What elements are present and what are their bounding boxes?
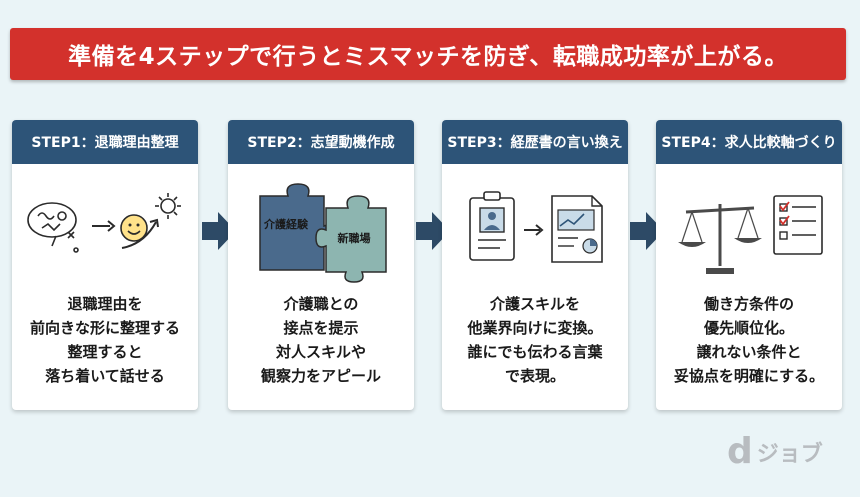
step-card-2: STEP2：志望動機作成 介護経験 新職場 介護職との 接点を提示 対人スキルや… — [228, 120, 414, 410]
step-header-1: STEP1：退職理由整理 — [12, 120, 198, 164]
confused-to-happy-icon — [27, 193, 181, 253]
logo-mark: d — [727, 431, 753, 472]
step-label-2: STEP2：志望動機作成 — [247, 135, 395, 151]
step-line: 他業界向けに変換。 — [467, 319, 603, 337]
puzzle-label-right: 新職場 — [338, 231, 371, 245]
step-label-4: STEP4：求人比較軸づくり — [661, 135, 837, 151]
step-line: 妥協点を明確にする。 — [673, 367, 825, 385]
step-line: 優先順位化。 — [703, 319, 794, 337]
step-card-1: STEP1：退職理由整理 — [12, 120, 198, 410]
step-card-3: STEP3：経歴書の言い換え 介護スキルを 他業界向けに変換。 誰にでも伝わる言… — [442, 120, 628, 410]
arrow-right-icon — [202, 212, 236, 250]
step-line: 前向きな形に整理する — [29, 319, 180, 337]
puzzle-icon: 介護経験 新職場 — [259, 183, 387, 283]
step-header-4: STEP4：求人比較軸づくり — [656, 120, 842, 164]
headline-text: 準備を4ステップで行うとミスマッチを防ぎ、転職成功率が上がる。 — [68, 44, 788, 70]
resume-to-report-icon — [469, 191, 603, 263]
step-card-4: STEP4：求人比較軸づくり 働き方条件の 優先順位化。 譲れない条件と 妥協点… — [656, 120, 842, 410]
step-line: 接点を提示 — [283, 319, 359, 337]
step-line: 退職理由を — [67, 295, 143, 313]
step-description-2: 介護職との 接点を提示 対人スキルや 観察力をアピール — [228, 292, 414, 388]
step-line: 誰にでも伝わる言葉 — [467, 343, 603, 361]
step-line: 整理すると — [67, 343, 143, 361]
step-description-3: 介護スキルを 他業界向けに変換。 誰にでも伝わる言葉 で表現。 — [442, 292, 628, 388]
step-line: で表現。 — [504, 367, 565, 385]
step-description-1: 退職理由を 前向きな形に整理する 整理すると 落ち着いて話せる — [12, 292, 198, 388]
step-description-4: 働き方条件の 優先順位化。 譲れない条件と 妥協点を明確にする。 — [656, 292, 842, 388]
step-line: 介護職との — [283, 295, 359, 313]
step-header-3: STEP3：経歴書の言い換え — [442, 120, 628, 164]
step-label-3: STEP3：経歴書の言い換え — [447, 135, 623, 151]
step-line: 働き方条件の — [703, 295, 794, 313]
arrow-right-icon — [630, 212, 664, 250]
scale-checklist-icon — [678, 195, 823, 274]
headline-banner: 準備を4ステップで行うとミスマッチを防ぎ、転職成功率が上がる。 — [10, 28, 846, 80]
step-line: 介護スキルを — [489, 295, 580, 313]
step-label-1: STEP1：退職理由整理 — [31, 135, 179, 151]
arrow-right-icon — [416, 212, 450, 250]
step-line: 対人スキルや — [275, 343, 366, 361]
logo-text: ジョブ — [756, 442, 823, 467]
step-line: 観察力をアピール — [260, 367, 381, 385]
step-header-2: STEP2：志望動機作成 — [228, 120, 414, 164]
puzzle-label-left: 介護経験 — [263, 217, 309, 231]
djob-logo: d ジョブ — [727, 432, 847, 472]
step-line: 譲れない条件と — [696, 343, 802, 361]
step-line: 落ち着いて話せる — [45, 367, 165, 385]
